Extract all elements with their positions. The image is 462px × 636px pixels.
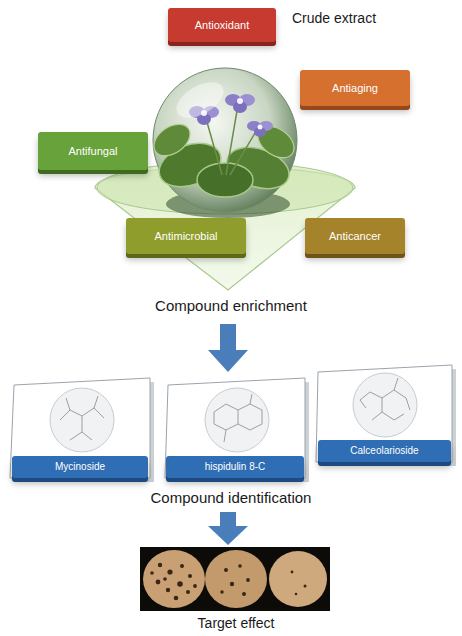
- node-text: hispidulin 8-C: [205, 461, 266, 473]
- stage-label: Target effect: [198, 615, 275, 631]
- petri-dish-photo: [140, 547, 330, 611]
- compound-name-bar: hispidulin 8-C: [166, 456, 304, 478]
- effect-box: Antioxidant: [168, 8, 276, 42]
- plant-leaves: [148, 105, 300, 197]
- down-arrow: [208, 324, 248, 372]
- stage-label: Crude extract: [292, 10, 376, 26]
- compound-name-bar: Calceolarioside: [318, 440, 451, 462]
- effect-box: Anticancer: [305, 218, 405, 254]
- node-text: Anticancer: [329, 230, 381, 243]
- stage-label: Compound enrichment: [155, 297, 307, 314]
- effect-box: Antimicrobial: [126, 218, 246, 254]
- node-text: Calceolarioside: [350, 445, 418, 457]
- node-text: Mycinoside: [55, 461, 105, 473]
- down-arrow: [208, 512, 248, 545]
- effect-box: Antifungal: [38, 132, 148, 170]
- effect-box: Antiaging: [300, 70, 410, 106]
- stage-label: Compound identification: [151, 489, 312, 506]
- sphere-highlight: [170, 75, 229, 125]
- node-text: Antimicrobial: [155, 230, 218, 243]
- compound-name-bar: Mycinoside: [12, 456, 148, 478]
- node-text: Antifungal: [69, 145, 118, 158]
- node-text: Antioxidant: [195, 19, 249, 32]
- node-text: Antiaging: [332, 82, 378, 95]
- compound-cards: [10, 365, 456, 482]
